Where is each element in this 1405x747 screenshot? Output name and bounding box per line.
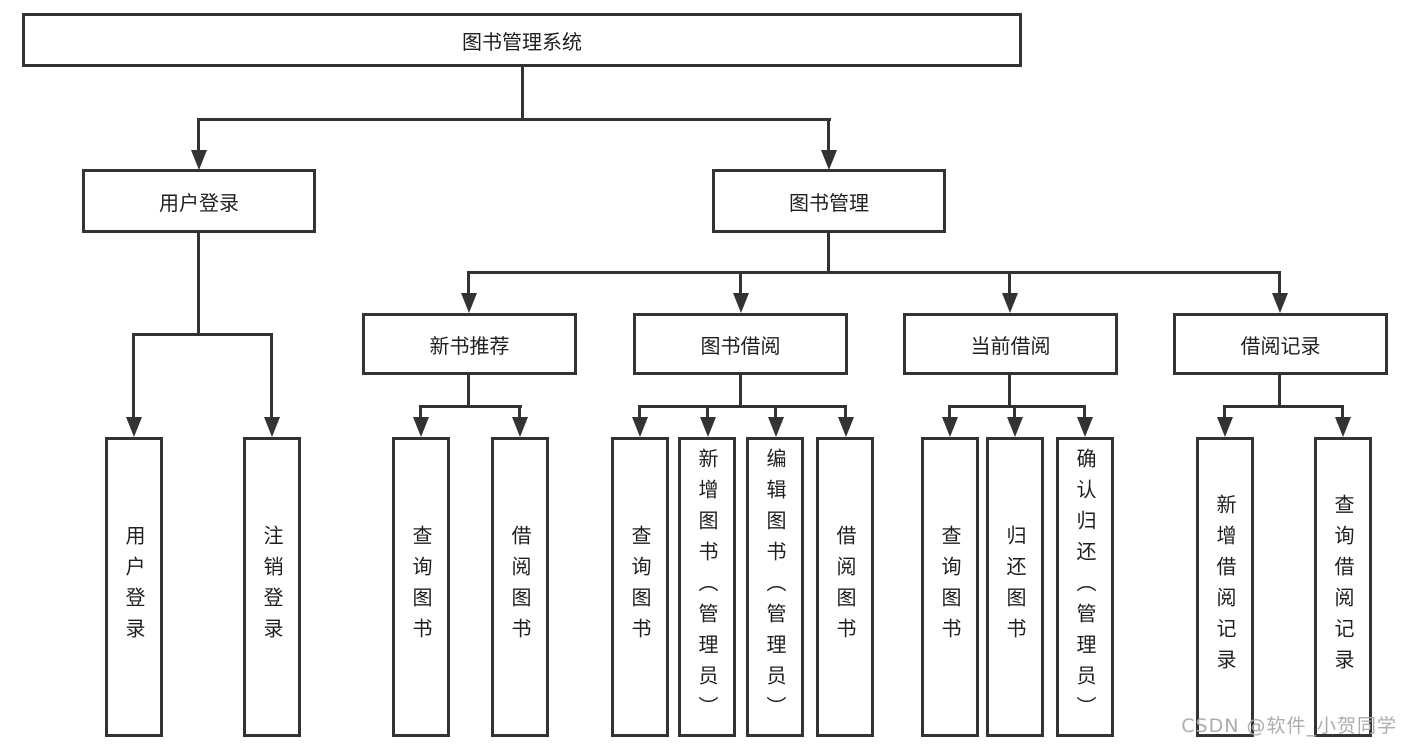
connector-line bbox=[638, 405, 847, 408]
connector-line bbox=[132, 333, 135, 417]
leaf-borrow-book: 借阅图书 bbox=[816, 437, 874, 737]
arrowhead bbox=[821, 150, 837, 170]
node-new-book-recommend: 新书推荐 bbox=[362, 313, 577, 375]
node-user-login: 用户登录 bbox=[82, 169, 316, 233]
leaf-query-book-recommend: 查询图书 bbox=[392, 437, 450, 737]
leaf-label: 用户登录 bbox=[122, 525, 146, 649]
connector-line bbox=[827, 233, 830, 273]
connector-line bbox=[1008, 375, 1011, 408]
leaf-edit-book-admin: 编辑图书（管理员） bbox=[746, 437, 804, 737]
connector-line bbox=[739, 375, 742, 408]
arrowhead bbox=[1077, 417, 1093, 437]
connector-line bbox=[774, 405, 777, 417]
node-book-borrow: 图书借阅 bbox=[633, 313, 848, 375]
arrowhead bbox=[126, 417, 142, 437]
leaf-add-book-admin: 新增图书（管理员） bbox=[678, 437, 736, 737]
connector-line bbox=[1223, 405, 1344, 408]
connector-line bbox=[419, 405, 522, 408]
arrowhead bbox=[1335, 417, 1351, 437]
arrowhead bbox=[1217, 417, 1233, 437]
arrowhead bbox=[942, 417, 958, 437]
node-label: 图书借阅 bbox=[700, 333, 781, 358]
arrowhead bbox=[1007, 417, 1023, 437]
leaf-label: 查询图书 bbox=[409, 525, 433, 649]
arrowhead bbox=[461, 293, 477, 313]
arrowhead bbox=[512, 417, 528, 437]
arrowhead bbox=[768, 417, 784, 437]
connector-line bbox=[518, 405, 521, 417]
connector-line bbox=[419, 405, 422, 417]
node-root: 图书管理系统 bbox=[22, 13, 1022, 67]
arrowhead bbox=[1272, 293, 1288, 313]
node-book-management: 图书管理 bbox=[712, 169, 946, 233]
arrowhead bbox=[1002, 293, 1018, 313]
csdn-watermark: CSDN @软件_小贺同学 bbox=[1181, 715, 1397, 737]
connector-line bbox=[706, 405, 709, 417]
connector-line bbox=[948, 405, 951, 417]
leaf-label: 编辑图书（管理员） bbox=[763, 447, 787, 727]
connector-line bbox=[197, 233, 200, 335]
node-label: 当前借阅 bbox=[970, 333, 1051, 358]
leaf-label: 归还图书 bbox=[1003, 525, 1027, 649]
node-label: 新书推荐 bbox=[429, 333, 510, 358]
leaf-label: 借阅图书 bbox=[508, 525, 532, 649]
connector-line bbox=[270, 333, 273, 417]
connector-line bbox=[1278, 271, 1281, 293]
leaf-logout: 注销登录 bbox=[243, 437, 301, 737]
leaf-user-login: 用户登录 bbox=[105, 437, 163, 737]
leaf-label: 查询图书 bbox=[628, 525, 652, 649]
connector-line bbox=[467, 271, 1281, 274]
connector-line bbox=[844, 405, 847, 417]
leaf-query-book-current: 查询图书 bbox=[921, 437, 979, 737]
arrowhead bbox=[191, 150, 207, 170]
connector-line bbox=[1278, 375, 1281, 407]
leaf-label: 查询借阅记录 bbox=[1331, 494, 1355, 680]
arrowhead bbox=[700, 417, 716, 437]
connector-line bbox=[1341, 405, 1344, 417]
leaf-label: 确认归还（管理员） bbox=[1073, 447, 1097, 727]
arrowhead bbox=[264, 417, 280, 437]
connector-line bbox=[1013, 405, 1016, 417]
connector-line bbox=[467, 375, 470, 408]
leaf-add-borrow-record: 新增借阅记录 bbox=[1196, 437, 1254, 737]
connector-line bbox=[521, 67, 524, 120]
leaf-return-book: 归还图书 bbox=[986, 437, 1044, 737]
leaf-label: 借阅图书 bbox=[833, 525, 857, 649]
connector-line bbox=[467, 271, 470, 293]
leaf-label: 查询图书 bbox=[938, 525, 962, 649]
arrowhead bbox=[733, 293, 749, 313]
arrowhead bbox=[632, 417, 648, 437]
leaf-borrow-book-recommend: 借阅图书 bbox=[491, 437, 549, 737]
node-current-borrow: 当前借阅 bbox=[903, 313, 1118, 375]
connector-line bbox=[1008, 271, 1011, 293]
arrowhead bbox=[838, 417, 854, 437]
node-label: 图书管理系统 bbox=[462, 29, 582, 54]
connector-line bbox=[739, 271, 742, 293]
arrowhead bbox=[413, 417, 429, 437]
connector-line bbox=[1083, 405, 1086, 417]
connector-line bbox=[197, 118, 200, 152]
connector-line bbox=[827, 118, 830, 152]
node-label: 用户登录 bbox=[159, 190, 239, 215]
connector-line bbox=[638, 405, 641, 417]
connector-line bbox=[132, 333, 273, 336]
leaf-label: 新增借阅记录 bbox=[1213, 494, 1237, 680]
leaf-query-book-borrow: 查询图书 bbox=[611, 437, 669, 737]
leaf-query-borrow-record: 查询借阅记录 bbox=[1314, 437, 1372, 737]
leaf-label: 新增图书（管理员） bbox=[695, 447, 719, 727]
node-label: 图书管理 bbox=[789, 190, 869, 215]
node-label: 借阅记录 bbox=[1240, 333, 1321, 358]
node-borrow-record: 借阅记录 bbox=[1173, 313, 1388, 375]
connector-line bbox=[948, 405, 1086, 408]
leaf-label: 注销登录 bbox=[260, 525, 284, 649]
connector-line bbox=[1223, 405, 1226, 417]
connector-line bbox=[197, 118, 831, 121]
leaf-confirm-return-admin: 确认归还（管理员） bbox=[1056, 437, 1114, 737]
